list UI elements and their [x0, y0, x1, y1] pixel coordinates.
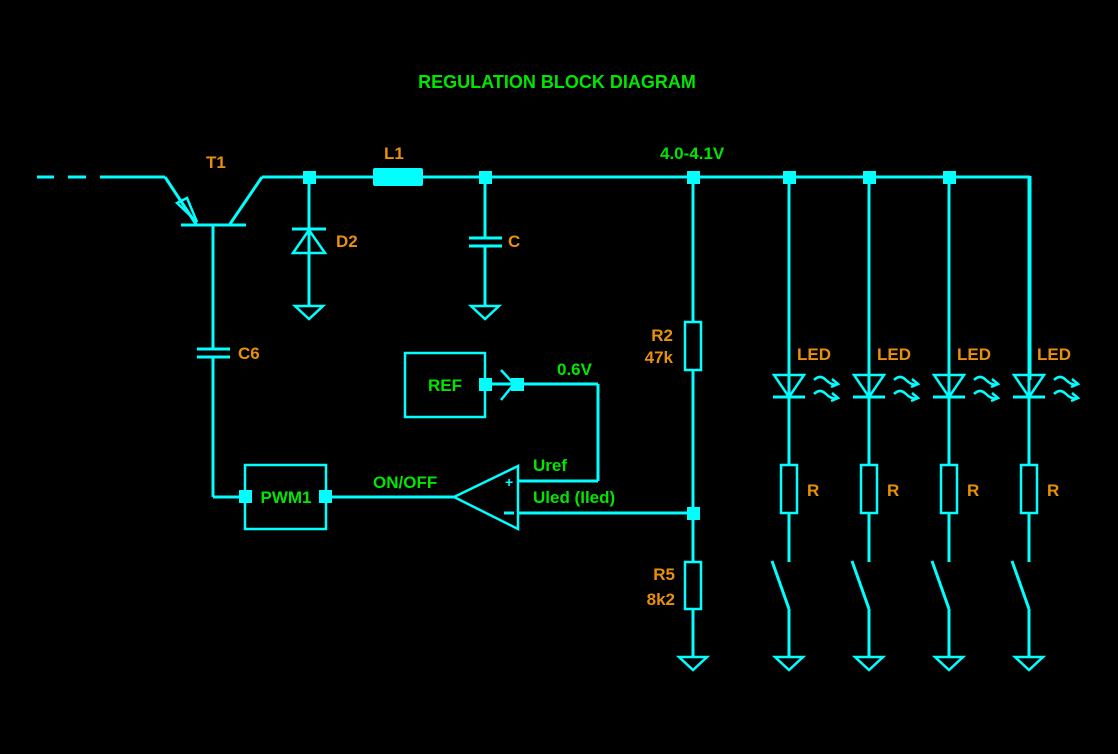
ref-voltage-label: 0.6V — [557, 360, 593, 379]
connector-icon — [492, 369, 524, 401]
resistor-label: R — [1047, 481, 1059, 500]
switch-icon — [850, 560, 871, 610]
led-icon — [1011, 373, 1047, 400]
arrowhead-icon — [910, 378, 921, 389]
d2-label: D2 — [336, 232, 358, 251]
resistor-r2 — [683, 320, 703, 372]
ground-icon — [467, 304, 503, 321]
ground-icon — [931, 655, 967, 672]
arrowhead-icon — [1070, 392, 1081, 403]
l1-label: L1 — [384, 144, 404, 163]
arrowhead-icon — [910, 392, 921, 403]
resistor-label: R — [967, 481, 979, 500]
pwm-output-pin — [319, 490, 332, 503]
led-label: LED — [1037, 345, 1071, 364]
r5-label: R5 — [653, 565, 675, 584]
ground-icon — [771, 655, 807, 672]
ground-icon — [851, 655, 887, 672]
led-label: LED — [877, 345, 911, 364]
resistor-r — [779, 463, 799, 515]
led-branch: LED R — [930, 177, 1001, 672]
plus-sign: + — [505, 474, 513, 490]
resistor-label: R — [807, 481, 819, 500]
led-icon — [771, 373, 807, 400]
r2-label: R2 — [651, 326, 673, 345]
diagram-title: REGULATION BLOCK DIAGRAM — [418, 72, 696, 92]
arrowhead-icon — [830, 392, 841, 403]
ref-output-pin — [479, 378, 492, 391]
arrowhead-icon — [990, 378, 1001, 389]
led-label: LED — [797, 345, 831, 364]
uref-label: Uref — [533, 456, 567, 475]
capacitor-c — [467, 177, 503, 321]
resistor-r — [859, 463, 879, 515]
switch-icon — [770, 560, 791, 610]
junction-dot — [687, 507, 700, 520]
led-icon — [851, 373, 887, 400]
resistor-r — [1019, 463, 1039, 515]
resistor-label: R — [887, 481, 899, 500]
ref-label: REF — [428, 376, 462, 395]
resistor-r — [939, 463, 959, 515]
arrowhead-icon — [830, 378, 841, 389]
inductor-l1 — [373, 168, 423, 186]
led-branch: LED R — [770, 177, 841, 672]
pwm-input-pin — [239, 490, 252, 503]
capacitor-c6 — [197, 347, 245, 499]
c-label: C — [508, 232, 520, 251]
r5-value: 8k2 — [647, 590, 675, 609]
emitter-arrow-icon — [174, 196, 199, 223]
transistor-t1 — [163, 176, 264, 348]
arrowhead-icon — [1070, 378, 1081, 389]
onoff-label: ON/OFF — [373, 473, 437, 492]
diode-d2 — [290, 177, 328, 321]
rail-voltage-label: 4.0-4.1V — [660, 144, 725, 163]
led-branch: LED R — [1010, 177, 1081, 672]
led-label: LED — [957, 345, 991, 364]
t1-label: T1 — [206, 153, 226, 172]
led-branches: LED R LED R LED R LED R — [770, 177, 1081, 672]
switch-icon — [930, 560, 951, 610]
ground-icon — [675, 655, 711, 672]
pwm-label: PWM1 — [261, 488, 312, 507]
r2-value: 47k — [645, 348, 674, 367]
c6-label: C6 — [238, 344, 260, 363]
divider — [675, 177, 711, 672]
ground-icon — [291, 304, 327, 321]
uled-label: Uled (Iled) — [533, 488, 615, 507]
switch-icon — [1010, 560, 1031, 610]
led-icon — [931, 373, 967, 400]
resistor-r5 — [683, 560, 703, 611]
ground-icon — [1011, 655, 1047, 672]
arrowhead-icon — [990, 392, 1001, 403]
led-branch: LED R — [850, 177, 921, 672]
comparator: + — [451, 464, 693, 532]
